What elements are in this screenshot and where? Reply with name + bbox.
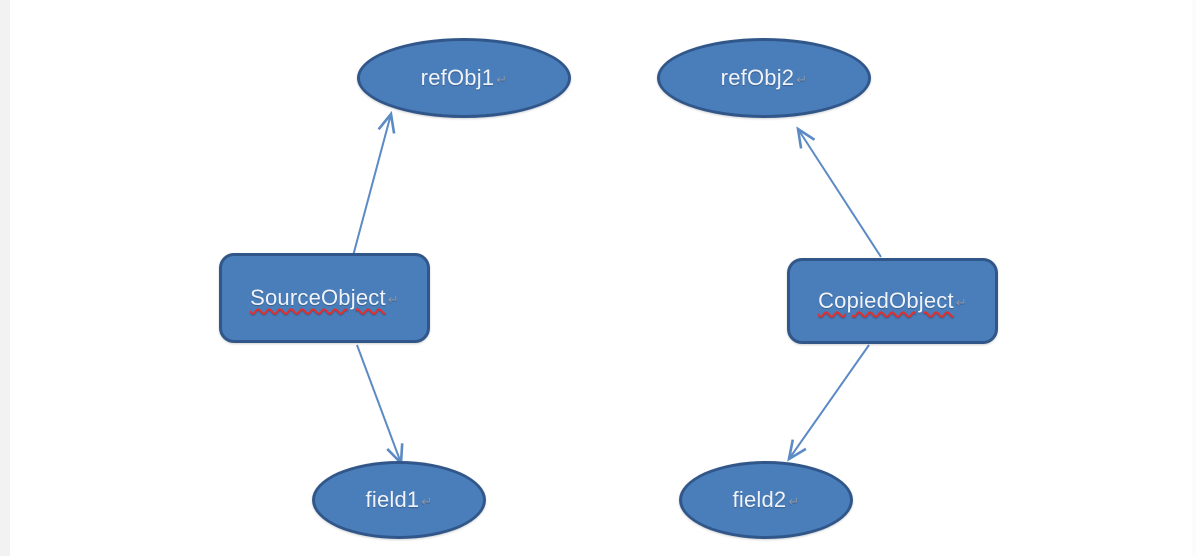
- connector-copiedobject-to-refobj2: [796, 126, 882, 258]
- node-label-refobj1: refObj1↵: [421, 65, 508, 91]
- left-gutter: [0, 0, 10, 556]
- node-label-copiedobject: CopiedObject↵: [818, 288, 967, 314]
- node-label-sourceobject: SourceObject↵: [250, 285, 399, 311]
- paragraph-mark-icon: ↵: [796, 71, 808, 87]
- paragraph-mark-icon: ↵: [421, 493, 433, 509]
- paragraph-mark-icon: ↵: [496, 71, 508, 87]
- node-refobj2[interactable]: refObj2↵: [657, 38, 871, 118]
- node-label-text-refobj2: refObj2: [720, 65, 795, 90]
- node-label-text-sourceobject: SourceObject: [250, 285, 386, 310]
- node-label-text-copiedobject: CopiedObject: [818, 288, 954, 313]
- node-label-text-field1: field1: [365, 487, 420, 512]
- node-field2[interactable]: field2↵: [679, 461, 853, 539]
- connector-sourceobject-to-field1: [356, 344, 404, 466]
- node-copiedobject[interactable]: CopiedObject↵: [787, 258, 998, 344]
- connector-sourceobject-to-refobj1: [352, 110, 396, 257]
- node-label-field2: field2↵: [733, 487, 800, 513]
- right-gutter: [1192, 0, 1196, 556]
- node-label-text-refobj1: refObj1: [420, 65, 495, 90]
- paragraph-mark-icon: ↵: [788, 493, 800, 509]
- connector-copiedobject-to-field2: [787, 344, 870, 462]
- node-label-refobj2: refObj2↵: [721, 65, 808, 91]
- node-label-text-field2: field2: [732, 487, 787, 512]
- node-field1[interactable]: field1↵: [312, 461, 486, 539]
- node-sourceobject[interactable]: SourceObject↵: [219, 253, 430, 343]
- node-refobj1[interactable]: refObj1↵: [357, 38, 571, 118]
- paragraph-mark-icon: ↵: [387, 291, 399, 307]
- paragraph-mark-icon: ↵: [955, 294, 967, 310]
- node-label-field1: field1↵: [366, 487, 433, 513]
